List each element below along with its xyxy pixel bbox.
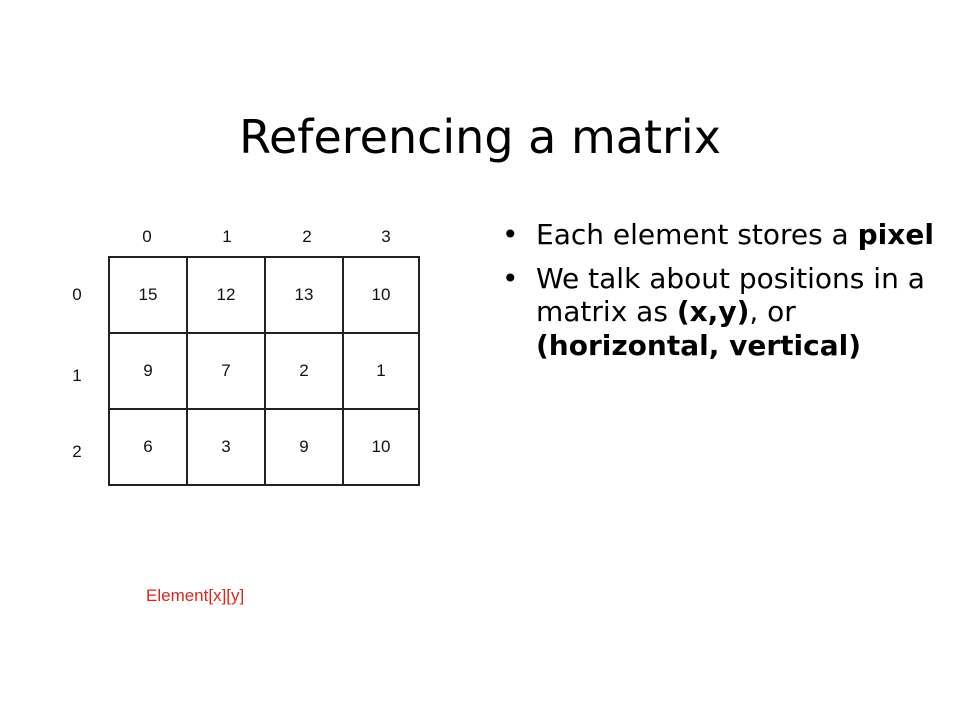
matrix-row: 15 12 13 10 xyxy=(110,258,420,334)
matrix-cell: 15 xyxy=(110,258,188,334)
row-index-2: 2 xyxy=(72,442,82,461)
matrix-row: 6 3 9 10 xyxy=(110,410,420,486)
bullet-text: , or xyxy=(749,295,796,329)
row-index-0: 0 xyxy=(72,285,82,304)
matrix-cell: 12 xyxy=(188,258,266,334)
element-caption: Element[x][y] xyxy=(146,586,245,605)
matrix-cell: 3 xyxy=(188,410,266,486)
matrix-grid: 15 12 13 10 9 7 2 1 6 3 9 10 xyxy=(108,256,420,486)
bullet-marker: • xyxy=(502,218,519,251)
matrix-cell: 6 xyxy=(110,410,188,486)
slide-title: Referencing a matrix xyxy=(239,110,721,164)
column-index-2: 2 xyxy=(302,227,312,246)
matrix-cell: 9 xyxy=(110,334,188,410)
matrix-cell: 13 xyxy=(266,258,344,334)
matrix-cell: 2 xyxy=(266,334,344,410)
matrix-cell: 9 xyxy=(266,410,344,486)
matrix-cell: 1 xyxy=(344,334,420,410)
matrix-cell: 7 xyxy=(188,334,266,410)
bullet-bold-text: pixel xyxy=(857,218,934,251)
bullet-item: • Each element stores a pixel xyxy=(496,218,936,252)
bullet-list: • Each element stores a pixel • We talk … xyxy=(496,218,936,372)
bullet-bold-text: (horizontal, vertical) xyxy=(536,328,862,362)
bullet-marker: • xyxy=(502,261,519,295)
bullet-bold-text: (x,y) xyxy=(676,295,750,329)
matrix-row: 9 7 2 1 xyxy=(110,334,420,410)
bullet-text: We talk about positions in a matrix as xyxy=(536,261,925,329)
column-index-0: 0 xyxy=(142,227,152,246)
matrix-cell: 10 xyxy=(344,258,420,334)
row-index-1: 1 xyxy=(72,366,82,385)
bullet-text: Each element stores a xyxy=(536,218,858,251)
column-index-1: 1 xyxy=(222,227,232,246)
matrix-cell: 10 xyxy=(344,410,420,486)
bullet-item: • We talk about positions in a matrix as… xyxy=(496,262,936,363)
column-index-3: 3 xyxy=(381,227,391,246)
